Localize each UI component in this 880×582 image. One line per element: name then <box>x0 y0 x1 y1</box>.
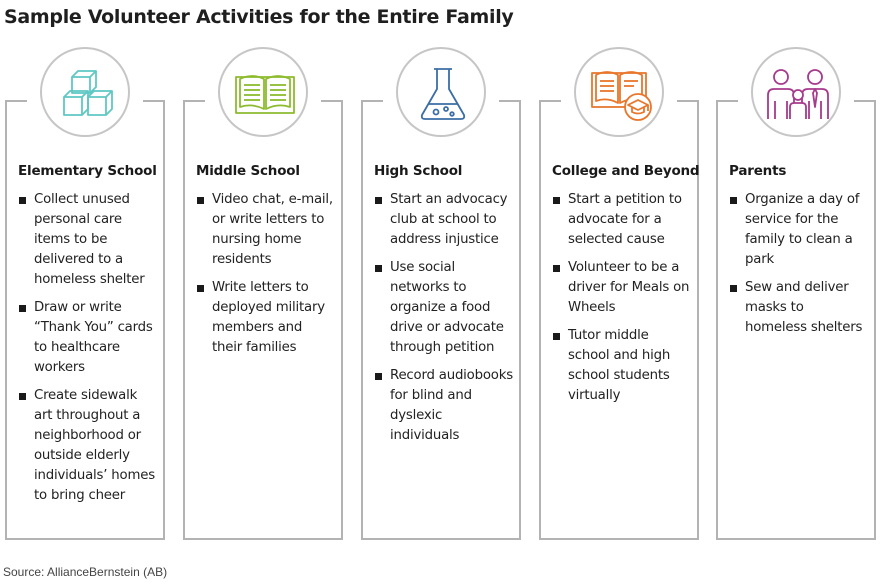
list-item: Organize a day of service for the family… <box>729 190 869 270</box>
flask-icon <box>420 68 466 120</box>
column-frame <box>539 100 699 540</box>
column-high-school: High School Start an advocacy club at sc… <box>361 47 521 540</box>
list-item: Tutor middle school and high school stud… <box>552 326 692 406</box>
source-note: Source: AllianceBernstein (AB) <box>3 565 168 579</box>
open-book-icon <box>235 75 295 114</box>
list-item: Write letters to deployed military membe… <box>196 278 336 358</box>
list-item: Volunteer to be a driver for Meals on Wh… <box>552 258 692 318</box>
column-heading: Middle School <box>196 163 300 179</box>
frame-top-left <box>361 100 383 102</box>
column-heading: Elementary School <box>18 163 157 179</box>
frame-top-left <box>716 100 738 102</box>
icon-circle <box>40 47 130 137</box>
parents-child-icon <box>767 69 829 119</box>
icon-circle <box>574 47 664 137</box>
column-heading: College and Beyond <box>552 163 700 179</box>
frame-top-left <box>183 100 205 102</box>
column-frame <box>5 100 165 540</box>
icon-circle <box>396 47 486 137</box>
activity-list: Start a petition to advocate for a selec… <box>552 190 692 414</box>
frame-top-left <box>5 100 27 102</box>
column-college-and-beyond: College and Beyond Start a petition to a… <box>539 47 700 540</box>
column-elementary-school: Elementary School Collect unused persona… <box>5 47 165 540</box>
activity-list: Organize a day of service for the family… <box>729 190 869 346</box>
list-item: Start an advocacy club at school to addr… <box>374 190 514 250</box>
frame-top-right <box>321 100 343 102</box>
frame-top-left <box>539 100 561 102</box>
list-item: Create sidewalk art throughout a neighbo… <box>18 386 158 506</box>
list-item: Draw or write “Thank You” cards to healt… <box>18 298 158 378</box>
page-title: Sample Volunteer Activities for the Enti… <box>4 6 514 28</box>
column-parents: Parents Organize a day of service for th… <box>716 47 876 540</box>
column-frame <box>183 100 343 540</box>
list-item: Sew and deliver masks to homeless shelte… <box>729 278 869 338</box>
column-frame <box>716 100 876 540</box>
blocks-icon <box>63 70 113 116</box>
list-item: Start a petition to advocate for a selec… <box>552 190 692 250</box>
list-item: Video chat, e-mail, or write letters to … <box>196 190 336 270</box>
column-heading: High School <box>374 163 463 179</box>
activity-list: Start an advocacy club at school to addr… <box>374 190 514 454</box>
list-item: Collect unused personal care items to be… <box>18 190 158 290</box>
column-middle-school: Middle School Video chat, e-mail, or wri… <box>183 47 343 540</box>
list-item: Record audiobooks for blind and dyslexic… <box>374 366 514 446</box>
column-frame <box>361 100 521 540</box>
frame-top-right <box>854 100 876 102</box>
column-heading: Parents <box>729 163 787 179</box>
activity-list: Collect unused personal care items to be… <box>18 190 158 514</box>
frame-top-right <box>499 100 521 102</box>
icon-circle <box>218 47 308 137</box>
frame-top-right <box>677 100 699 102</box>
icon-circle <box>751 47 841 137</box>
book-graduation-cap-icon <box>591 71 652 121</box>
frame-top-right <box>143 100 165 102</box>
list-item: Use social networks to organize a food d… <box>374 258 514 358</box>
activity-list: Video chat, e-mail, or write letters to … <box>196 190 336 366</box>
